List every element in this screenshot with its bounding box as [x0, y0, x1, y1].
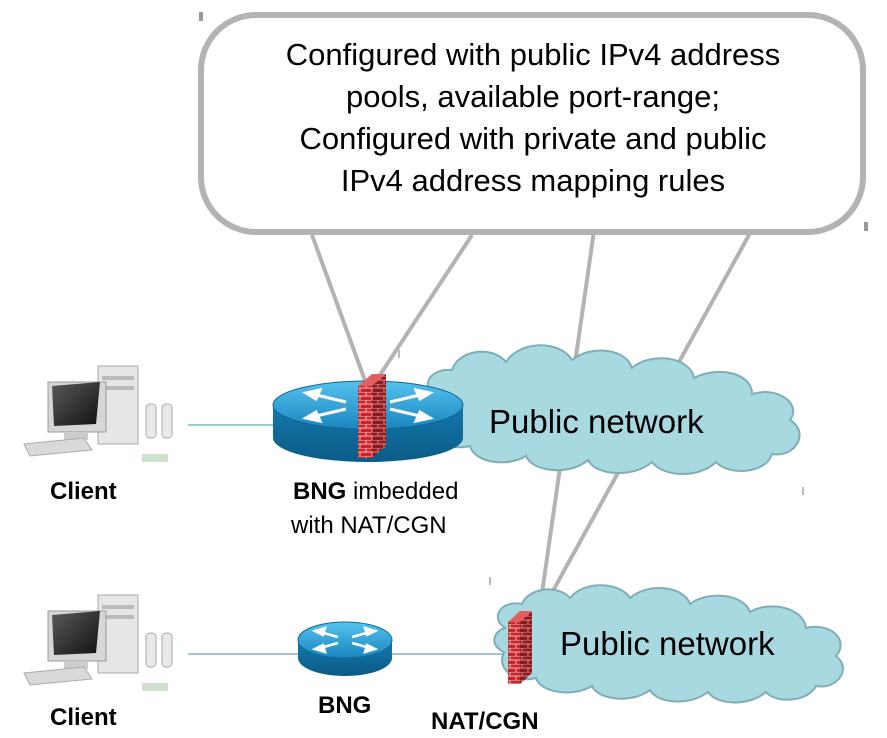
- callout-line: Configured with public IPv4 address: [285, 37, 781, 72]
- firewall-icon: [358, 374, 386, 458]
- callout-text: Configured with public IPv4 address pool…: [213, 34, 853, 202]
- firewall-icon: [508, 611, 532, 684]
- bottom-bng-label: BNG: [318, 692, 372, 719]
- callout-bubble: [198, 12, 866, 235]
- callout-line: IPv4 address mapping rules: [340, 163, 726, 198]
- bng-bold-text: BNG: [293, 478, 347, 505]
- bng-rest-text: imbedded: [346, 478, 459, 505]
- router-icon: [297, 621, 393, 676]
- bottom-cloud-label: Public network: [560, 625, 775, 662]
- top-client-label: Client: [50, 478, 117, 505]
- desktop-computer-icon: [23, 594, 173, 691]
- cloud-icon: [426, 344, 801, 475]
- callout-line: pools, available port-range;: [346, 79, 720, 114]
- callout-line: Configured with private and public: [299, 121, 767, 156]
- nat-cgn-label: NAT/CGN: [431, 708, 539, 735]
- top-bng-label-line2: with NAT/CGN: [291, 512, 447, 539]
- desktop-computer-icon: [23, 365, 173, 462]
- cloud-icon: [493, 584, 844, 704]
- top-bng-label: BNG imbedded: [293, 478, 458, 506]
- bottom-client-label: Client: [50, 704, 117, 731]
- top-cloud-label: Public network: [489, 403, 704, 440]
